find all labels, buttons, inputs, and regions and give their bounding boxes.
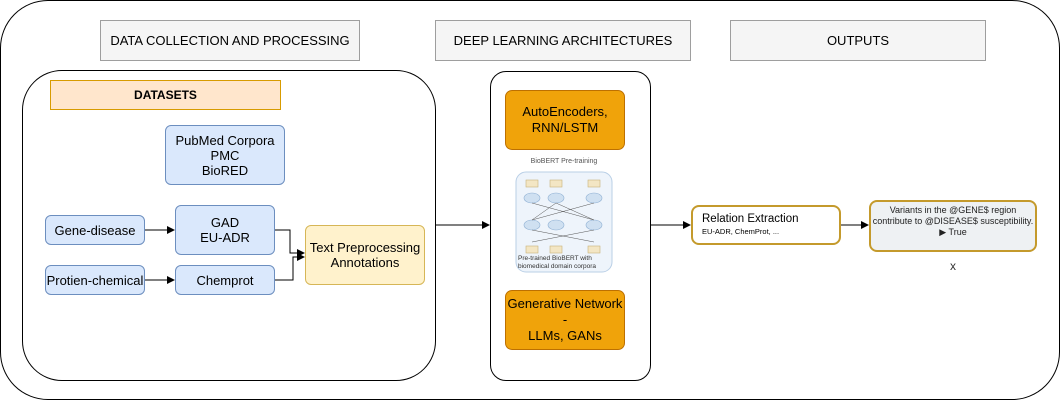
header-outputs-label: OUTPUTS xyxy=(826,33,890,48)
gene-disease-node: Gene-disease xyxy=(45,215,145,245)
header-deep-learning-label: DEEP LEARNING ARCHITECTURES xyxy=(453,33,673,48)
arrow-gad-to-preprocessing xyxy=(275,229,305,257)
x-label: x xyxy=(950,259,956,273)
relation-extraction-sub: EU-ADR, ChemProt, ... xyxy=(702,227,780,236)
datasets-label: DATASETS xyxy=(134,88,197,102)
generative-node: Generative Network - LLMs, GANs xyxy=(505,290,625,350)
gene-disease-label: Gene-disease xyxy=(54,222,136,238)
datasets-label-box: DATASETS xyxy=(50,80,281,110)
datasets-container xyxy=(22,70,436,381)
arrow-chemprot-to-preprocessing xyxy=(275,253,305,281)
chemprot-label: Chemprot xyxy=(196,272,254,288)
corpora-node: PubMed Corpora PMC BioRED xyxy=(165,125,285,185)
chemprot-node: Chemprot xyxy=(175,265,275,295)
header-data-collection: DATA COLLECTION AND PROCESSING xyxy=(100,20,360,61)
biobert-diagram-icon xyxy=(515,171,613,273)
header-outputs: OUTPUTS xyxy=(730,20,986,61)
preprocessing-node: Text Preprocessing Annotations xyxy=(305,225,425,285)
example-output-box: Variants in the @GENE$ region contribute… xyxy=(869,200,1037,252)
relation-extraction-title: Relation Extraction xyxy=(702,213,799,225)
biobert-caption: Pre-trained BioBERT with biomedical doma… xyxy=(518,255,597,270)
gad-node: GAD EU-ADR xyxy=(175,205,275,255)
protein-chemical-node: Protien-chemical xyxy=(45,265,145,295)
biobert-image: BioBERT Pre-training Pre-trained BioBERT… xyxy=(512,158,616,276)
header-data-collection-label: DATA COLLECTION AND PROCESSING xyxy=(110,33,350,48)
example-text: Variants in the @GENE$ region contribute… xyxy=(872,205,1034,226)
relation-extraction-node: Relation Extraction EU-ADR, ChemProt, ..… xyxy=(691,205,841,245)
biobert-title: BioBERT Pre-training xyxy=(530,158,598,165)
protein-chemical-label: Protien-chemical xyxy=(46,272,144,288)
autoencoders-node: AutoEncoders, RNN/LSTM xyxy=(505,90,625,150)
architectures-container xyxy=(490,71,651,381)
header-deep-learning: DEEP LEARNING ARCHITECTURES xyxy=(435,20,691,61)
example-result: ▶ True xyxy=(939,227,967,237)
